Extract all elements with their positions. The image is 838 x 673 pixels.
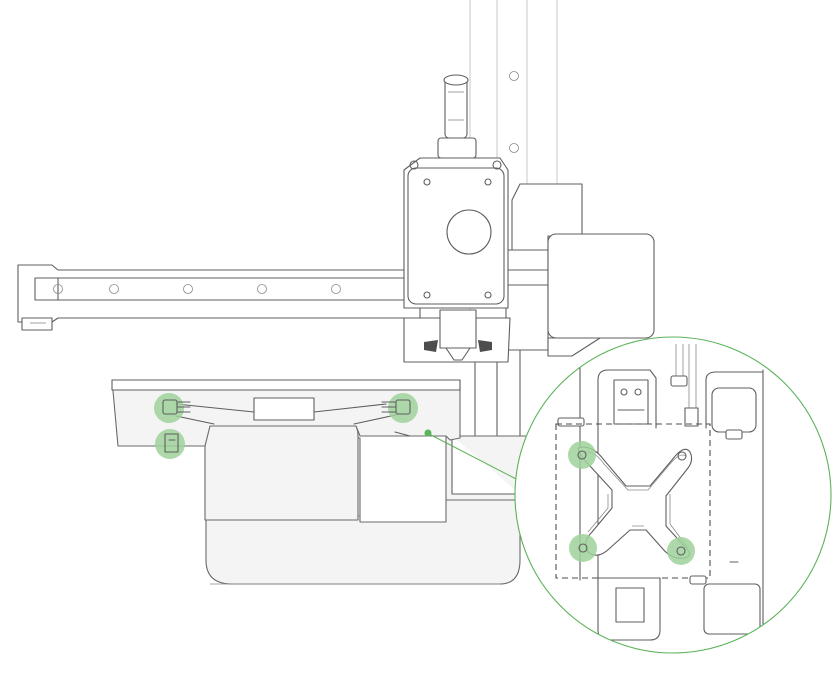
filament-tube bbox=[437, 74, 477, 159]
print-head bbox=[403, 157, 511, 363]
printer-base bbox=[204, 417, 561, 585]
z-carriage bbox=[505, 183, 655, 357]
frame-hole-top bbox=[509, 71, 519, 81]
bed-mount-point-rear-left bbox=[154, 393, 184, 423]
motor-box bbox=[547, 233, 655, 339]
detail-mount-point-top-left bbox=[568, 441, 596, 469]
callout-anchor-dot bbox=[424, 429, 432, 437]
rail-hole-3 bbox=[183, 284, 193, 294]
x-axis-rail bbox=[17, 264, 421, 331]
detail-view bbox=[514, 336, 832, 654]
rail-hole-2 bbox=[109, 284, 119, 294]
detail-callout-ring bbox=[514, 336, 832, 654]
frame-hole-middle bbox=[509, 143, 519, 153]
print-head-fan bbox=[446, 209, 492, 255]
rail-hole-5 bbox=[331, 284, 341, 294]
callout-leader bbox=[424, 429, 523, 483]
bed-mount-point-rear-right bbox=[388, 393, 418, 423]
rail-hole-1 bbox=[53, 284, 63, 294]
detail-mount-point-bottom-right bbox=[667, 537, 695, 565]
detail-mount-point-bottom-left bbox=[569, 534, 597, 562]
sensor-box bbox=[711, 387, 757, 433]
rail-hole-4 bbox=[257, 284, 267, 294]
bed-mount-highlights bbox=[154, 393, 418, 459]
nozzle bbox=[445, 347, 471, 361]
